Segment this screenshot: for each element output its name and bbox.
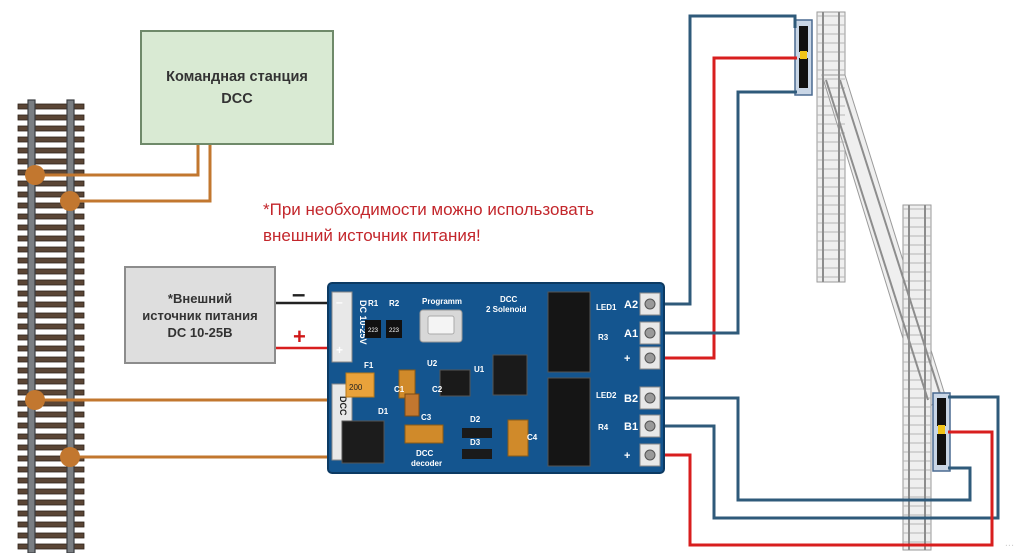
decoder-board: DC 10-25V – + DCC 200 223 223 Programm D…	[327, 282, 665, 474]
programm-label: Programm	[422, 297, 462, 306]
output-label-2: +	[624, 353, 630, 365]
ext-power-label-line3: DC 10-25В	[167, 324, 233, 340]
r1-code: 223	[368, 328, 379, 334]
ext-power-label-line1: *Внешний	[167, 290, 233, 306]
designator-led2: LED2	[596, 391, 617, 400]
left-track	[17, 99, 85, 553]
power-pin-plus: +	[336, 343, 343, 357]
designator-d3: D3	[470, 438, 481, 447]
polarity-plus: +	[293, 324, 306, 349]
note-line1: *При необходимости можно использовать	[263, 200, 595, 219]
solenoid-motor-b	[932, 392, 951, 472]
solenoid-motor-a	[794, 19, 813, 96]
r2-code: 223	[389, 328, 400, 334]
decoder-label-line1: DCC	[416, 449, 434, 458]
designator-f1: F1	[364, 361, 374, 370]
power-terminal-label: DC 10-25V	[358, 300, 368, 345]
output-label-4: B1	[624, 421, 638, 433]
fuse-code: 200	[349, 383, 363, 392]
dcc-command-station: Командная станция DCC	[140, 30, 334, 145]
ext-power-label-line2: источник питания	[142, 307, 258, 323]
dcc-pin-label: DCC	[338, 396, 348, 416]
watermark: ...	[1004, 537, 1014, 549]
output-label-0: A2	[624, 299, 638, 311]
designator-u1: U1	[474, 365, 485, 374]
note-line2: внешний источник питания!	[263, 226, 481, 245]
polarity-minus: –	[292, 281, 306, 308]
dcc-station-label-line1: Командная станция	[166, 68, 308, 85]
dcc-feed-wires	[35, 145, 335, 459]
output-label-5: +	[624, 450, 630, 462]
turnout-track	[816, 11, 946, 551]
dcc-station-label-line2: DCC	[221, 90, 253, 107]
designator-r3: R3	[598, 333, 609, 342]
board-title-line1: DCC	[500, 295, 518, 304]
power-pin-minus: –	[336, 295, 343, 309]
output-label-1: A1	[624, 328, 638, 340]
designator-d2: D2	[470, 415, 481, 424]
designator-d1: D1	[378, 407, 389, 416]
designator-r4: R4	[598, 423, 609, 432]
external-power-supply: *Внешний источник питания DC 10-25В	[124, 266, 276, 364]
output-label-3: B2	[624, 393, 638, 405]
designator-c1: C1	[394, 385, 405, 394]
designator-r1: R1	[368, 299, 379, 308]
designator-r2: R2	[389, 299, 400, 308]
designator-c2: C2	[432, 385, 443, 394]
output-wires	[660, 14, 1000, 547]
feeder-joints	[25, 165, 80, 467]
decoder-label-line2: decoder	[411, 459, 442, 468]
board-title-line2: 2 Solenoid	[486, 305, 527, 314]
designator-c4: C4	[527, 433, 538, 442]
designator-c3: C3	[421, 413, 432, 422]
designator-led1: LED1	[596, 303, 617, 312]
designator-u2: U2	[427, 359, 438, 368]
